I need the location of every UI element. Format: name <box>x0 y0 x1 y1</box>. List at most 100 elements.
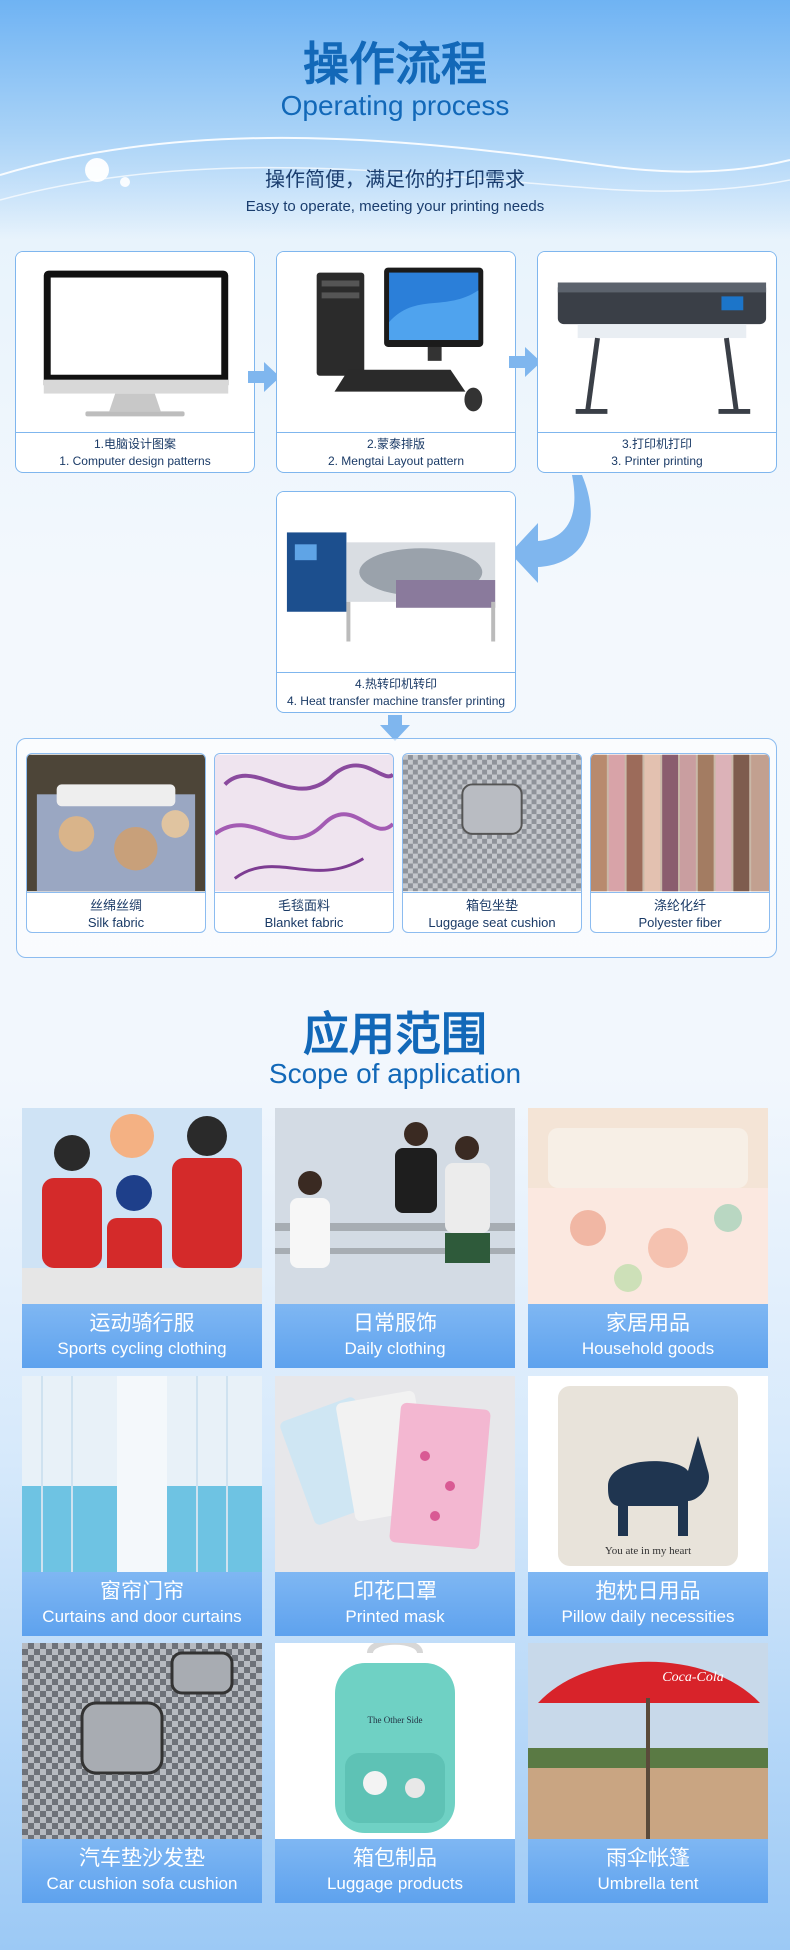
app-daily-clothing-label-cn: 日常服饰 <box>353 1311 437 1335</box>
arrow-right-icon <box>509 347 541 377</box>
app-curtains: 窗帘门帘 Curtains and door curtains <box>22 1376 262 1636</box>
app-car-cushion-label-cn: 汽车垫沙发垫 <box>79 1846 205 1870</box>
app-household-label-cn: 家居用品 <box>606 1311 690 1335</box>
large-printer-icon <box>538 252 776 432</box>
app-cycling-label-en: Sports cycling clothing <box>57 1339 227 1358</box>
header-background <box>0 0 790 240</box>
fabric-polyester-caption: 涤纶化纤 Polyester fiber <box>591 892 769 932</box>
process-subtitle-en: Easy to operate, meeting your printing n… <box>245 198 545 215</box>
step-3-card: 3.打印机打印 3. Printer printing <box>537 251 777 473</box>
step-1-label-cn: 1.电脑设计图案 <box>93 437 176 451</box>
app-curtains-label-en: Curtains and door curtains <box>42 1607 242 1626</box>
app-mask: 印花口罩 Printed mask <box>275 1376 515 1636</box>
app-umbrella: Coca-Cola 雨伞帐篷 Umbrella tent <box>528 1643 768 1903</box>
app-pillow-label-en: Pillow daily necessities <box>561 1607 735 1626</box>
app-car-cushion-caption: 汽车垫沙发垫 Car cushion sofa cushion <box>22 1839 262 1903</box>
decorative-wave <box>0 136 790 201</box>
pillow-printed-text: You ate in my heart <box>605 1545 691 1557</box>
arrow-down-icon <box>380 715 410 741</box>
app-mask-label-cn: 印花口罩 <box>353 1579 437 1603</box>
step-4-card: 4.热转印机转印 4. Heat transfer machine transf… <box>276 491 516 713</box>
step-1-label-en: 1. Computer design patterns <box>59 454 211 468</box>
app-pillow-label-cn: 抱枕日用品 <box>595 1579 701 1603</box>
cycling-clothing-image <box>22 1108 262 1306</box>
step-1-card: 1.电脑设计图案 1. Computer design patterns <box>15 251 255 473</box>
app-cycling: 运动骑行服 Sports cycling clothing <box>22 1108 262 1368</box>
app-umbrella-label-cn: 雨伞帐篷 <box>606 1846 690 1870</box>
app-luggage-caption: 箱包制品 Luggage products <box>275 1839 515 1903</box>
computer-monitor-icon <box>16 252 254 432</box>
step-2-caption: 2.蒙泰排版 2. Mengtai Layout pattern <box>277 432 515 472</box>
fabric-blanket: 毛毯面料 Blanket fabric <box>214 753 394 933</box>
pillow-image: You ate in my heart <box>528 1376 768 1574</box>
polyester-rolls-image <box>591 754 769 892</box>
fabric-silk-caption: 丝绵丝绸 Silk fabric <box>27 892 205 932</box>
app-pillow-caption: 抱枕日用品 Pillow daily necessities <box>528 1572 768 1636</box>
app-luggage: The Other Side 箱包制品 Luggage products <box>275 1643 515 1903</box>
fabric-panel: 丝绵丝绸 Silk fabric 毛毯面料 Blanket fabric <box>16 738 777 958</box>
app-luggage-label-en: Luggage products <box>326 1874 464 1893</box>
heat-transfer-machine-icon <box>277 492 515 672</box>
app-household: 家居用品 Household goods <box>528 1108 768 1368</box>
fabric-blanket-caption: 毛毯面料 Blanket fabric <box>215 892 393 932</box>
step-3-label-en: 3. Printer printing <box>611 454 703 468</box>
step-4-label-en: 4. Heat transfer machine transfer printi… <box>286 694 506 708</box>
step-2-label-cn: 2.蒙泰排版 <box>366 437 425 451</box>
app-cycling-label-cn: 运动骑行服 <box>89 1311 195 1335</box>
process-subtitle-cn: 操作简便，满足你的打印需求 <box>265 167 525 191</box>
fabric-silk-label-cn: 丝绵丝绸 <box>89 898 142 913</box>
step-2-label-en: 2. Mengtai Layout pattern <box>327 454 465 468</box>
fabric-luggage-seat-label-cn: 箱包坐垫 <box>465 898 518 913</box>
silk-bedding-image <box>27 754 205 892</box>
app-cycling-caption: 运动骑行服 Sports cycling clothing <box>22 1304 262 1368</box>
app-household-label-en: Household goods <box>581 1339 715 1358</box>
process-title-en: Operating process <box>280 90 510 121</box>
app-mask-label-en: Printed mask <box>345 1607 445 1626</box>
fabric-silk-label-en: Silk fabric <box>87 915 145 930</box>
app-luggage-label-cn: 箱包制品 <box>353 1846 437 1870</box>
fabric-silk: 丝绵丝绸 Silk fabric <box>26 753 206 933</box>
curtains-image <box>22 1376 262 1574</box>
backpack-printed-text: The Other Side <box>368 1715 423 1725</box>
fabric-luggage-seat-label-en: Luggage seat cushion <box>428 915 556 930</box>
curved-arrow-icon <box>510 475 591 583</box>
fabric-blanket-label-cn: 毛毯面料 <box>277 898 330 913</box>
step-3-label-cn: 3.打印机打印 <box>621 437 692 451</box>
app-mask-caption: 印花口罩 Printed mask <box>275 1572 515 1636</box>
app-umbrella-caption: 雨伞帐篷 Umbrella tent <box>528 1839 768 1903</box>
step-4-caption: 4.热转印机转印 4. Heat transfer machine transf… <box>277 672 515 712</box>
app-daily-clothing-caption: 日常服饰 Daily clothing <box>275 1304 515 1368</box>
arrow-right-icon <box>248 362 280 392</box>
fabric-polyester-label-en: Polyester fiber <box>638 915 722 930</box>
app-daily-clothing: 日常服饰 Daily clothing <box>275 1108 515 1368</box>
fabric-luggage-seat-caption: 箱包坐垫 Luggage seat cushion <box>403 892 581 932</box>
fabric-blanket-label-en: Blanket fabric <box>264 915 344 930</box>
printed-mask-image <box>275 1376 515 1574</box>
daily-clothing-image <box>275 1108 515 1306</box>
step-3-caption: 3.打印机打印 3. Printer printing <box>538 432 776 472</box>
app-household-caption: 家居用品 Household goods <box>528 1304 768 1368</box>
step-2-card: 2.蒙泰排版 2. Mengtai Layout pattern <box>276 251 516 473</box>
car-cushion-image <box>22 1643 262 1841</box>
app-car-cushion: 汽车垫沙发垫 Car cushion sofa cushion <box>22 1643 262 1903</box>
fabric-polyester-label-cn: 涤纶化纤 <box>653 898 706 913</box>
scope-title-en: Scope of application <box>268 1058 522 1089</box>
app-curtains-label-cn: 窗帘门帘 <box>100 1579 184 1603</box>
app-daily-clothing-label-en: Daily clothing <box>344 1339 446 1358</box>
household-goods-image <box>528 1108 768 1306</box>
app-curtains-caption: 窗帘门帘 Curtains and door curtains <box>22 1572 262 1636</box>
step-4-label-cn: 4.热转印机转印 <box>354 677 437 691</box>
scope-title-cn: 应用范围 <box>303 1007 487 1061</box>
fabric-luggage-seat: 箱包坐垫 Luggage seat cushion <box>402 753 582 933</box>
fabric-polyester: 涤纶化纤 Polyester fiber <box>590 753 770 933</box>
blanket-fabric-image <box>215 754 393 892</box>
umbrella-image: Coca-Cola <box>528 1643 768 1841</box>
step-1-caption: 1.电脑设计图案 1. Computer design patterns <box>16 432 254 472</box>
backpack-image: The Other Side <box>275 1643 515 1841</box>
desktop-computer-icon <box>277 252 515 432</box>
app-car-cushion-label-en: Car cushion sofa cushion <box>46 1874 238 1893</box>
seat-cushion-image <box>403 754 581 892</box>
umbrella-printed-text: Coca-Cola <box>662 1670 723 1685</box>
app-umbrella-label-en: Umbrella tent <box>597 1874 699 1893</box>
app-pillow: You ate in my heart 抱枕日用品 Pillow daily n… <box>528 1376 768 1636</box>
